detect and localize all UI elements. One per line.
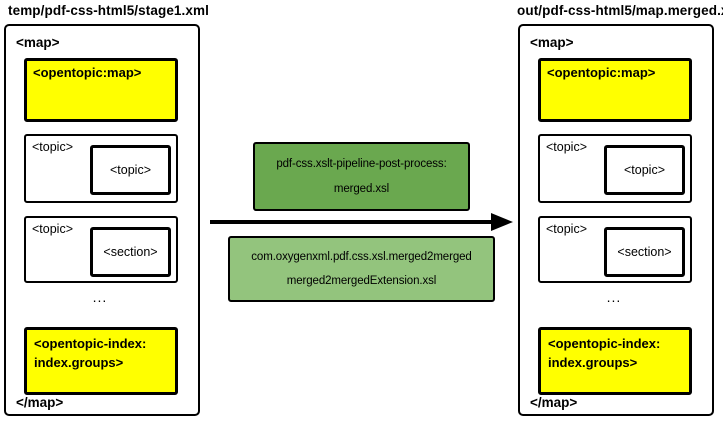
map-open-tag: <map>: [16, 35, 60, 50]
xslt-stage-name: pdf-css.xslt-pipeline-post-process:: [276, 157, 447, 170]
opentopic-index-label-line2: index.groups>: [548, 354, 638, 370]
ellipsis: ...: [606, 289, 622, 305]
nested-topic-label: <topic>: [109, 163, 151, 177]
opentopic-map-label: <opentopic:map>: [33, 65, 142, 80]
opentopic-map-box: <opentopic:map>: [538, 58, 692, 122]
opentopic-index-label-line1: <opentopic-index:: [548, 336, 661, 351]
nested-section-label: <section>: [617, 245, 672, 259]
extension-xsl-box: com.oxygenxml.pdf.css.xsl.merged2merged …: [228, 236, 495, 302]
opentopic-index-box: <opentopic-index: index.groups>: [538, 327, 692, 395]
nested-section-label: <section>: [103, 245, 158, 259]
source-xml-panel: <map> <opentopic:map> <topic> <topic> <t…: [4, 24, 200, 416]
topic-box-2: <topic> <section>: [538, 216, 692, 283]
opentopic-index-box: <opentopic-index: index.groups>: [24, 327, 178, 395]
opentopic-map-box: <opentopic:map>: [24, 58, 178, 122]
nested-topic-label: <topic>: [623, 163, 665, 177]
topic-tag-label: <topic>: [32, 140, 74, 154]
topic-tag-label: <topic>: [546, 140, 588, 154]
nested-topic-box: <topic>: [604, 145, 685, 195]
topic-tag-label: <topic>: [32, 222, 74, 236]
nested-topic-box: <topic>: [90, 145, 171, 195]
opentopic-index-label-line2: index.groups>: [34, 354, 124, 370]
topic-box-1: <topic> <topic>: [24, 134, 178, 203]
xslt-stage-box: pdf-css.xslt-pipeline-post-process: merg…: [253, 142, 470, 211]
output-file-title: out/pdf-css-html5/map.merged.xml: [517, 3, 723, 18]
opentopic-map-label: <opentopic:map>: [547, 65, 656, 80]
map-close-tag: </map>: [530, 395, 578, 410]
source-file-title: temp/pdf-css-html5/stage1.xml: [8, 3, 209, 18]
extension-stylesheet-name: merged2mergedExtension.xsl: [286, 275, 437, 288]
map-close-tag: </map>: [16, 395, 64, 410]
nested-section-box: <section>: [90, 227, 171, 277]
topic-box-2: <topic> <section>: [24, 216, 178, 283]
nested-section-box: <section>: [604, 227, 685, 277]
output-xml-panel: <map> <opentopic:map> <topic> <topic> <t…: [518, 24, 714, 416]
map-open-tag: <map>: [530, 35, 574, 50]
ellipsis: ...: [92, 289, 108, 305]
extension-class-name: com.oxygenxml.pdf.css.xsl.merged2merged: [251, 250, 472, 263]
xslt-stage-stylesheet: merged.xsl: [333, 183, 390, 196]
opentopic-index-label-line1: <opentopic-index:: [34, 336, 147, 351]
transform-arrow-icon: [210, 213, 513, 231]
topic-tag-label: <topic>: [546, 222, 588, 236]
topic-box-1: <topic> <topic>: [538, 134, 692, 203]
